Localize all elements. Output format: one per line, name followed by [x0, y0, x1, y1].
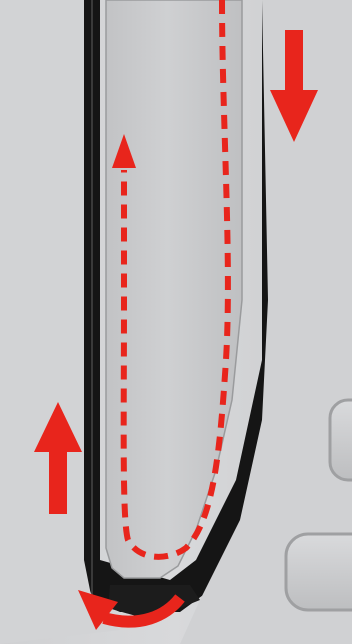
side-button-upper: [330, 400, 352, 480]
side-button-lower: [286, 534, 352, 610]
